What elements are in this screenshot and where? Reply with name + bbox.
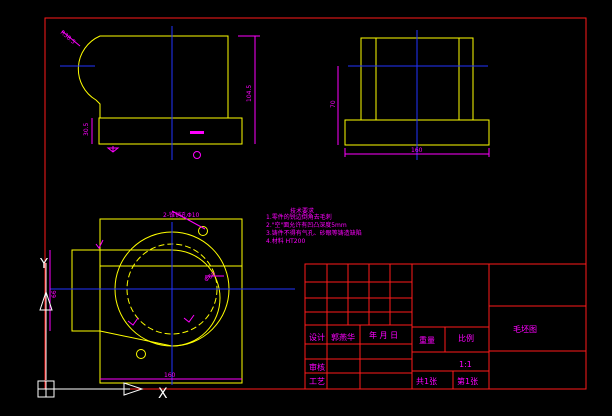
tb-design-label: 设计 <box>309 332 325 342</box>
front-view: R38.5 104.5 30.5 <box>59 26 260 160</box>
dowel-hole-top <box>198 226 208 236</box>
roughness-mark-icon <box>127 317 139 326</box>
tech-requirements-title: 技术要求 <box>290 207 314 215</box>
side-view: 70 160 <box>330 30 490 160</box>
datum-circle-icon <box>193 151 201 159</box>
ucs-x-label: X <box>158 386 168 402</box>
dowel-hole-bottom <box>136 349 146 359</box>
tb-weight-label: 重量 <box>419 335 435 345</box>
top-dim-depth: 66 <box>51 290 58 298</box>
front-view-outline <box>77 35 243 145</box>
front-dim-radius-leader <box>61 30 81 47</box>
tb-scale-label: 比例 <box>458 333 474 343</box>
tech-requirement-item: 3.铸件不得有气孔、砂眼等铸造缺陷 <box>266 229 362 237</box>
top-dim-width: 160 <box>164 372 176 379</box>
side-dim-height: 70 <box>330 100 337 108</box>
top-dim-hole-callout: 2-锥销孔Φ10 <box>163 211 200 219</box>
ucs-x-arrow-icon <box>123 382 144 396</box>
tech-requirement-item: 1.零件的锐边倒角去毛刺 <box>266 213 332 221</box>
title-block: 设计 郭燕华 年 月 日 重量 比例 1:1 毛坯图 审核 工艺 共1张 第1张 <box>304 263 587 390</box>
top-dim-hole-leader <box>171 210 206 230</box>
top-dim-big-dia: Φ60 <box>203 271 217 284</box>
tb-review-label: 审核 <box>309 362 325 372</box>
tb-total-sheets: 共1张 <box>416 377 437 386</box>
datum-arrow-icon <box>106 146 120 153</box>
ucs-icon[interactable]: Y X <box>37 257 168 402</box>
top-view-boss-outline <box>99 249 221 347</box>
roughness-mark-icon <box>183 314 195 323</box>
ucs-y-label: Y <box>39 257 48 272</box>
tech-requirements: 技术要求 1.零件的锐边倒角去毛刺 2."空"面允许有凹凸深度5mm 3.铸件不… <box>266 207 362 245</box>
roughness-symbol-icon <box>190 131 204 134</box>
roughness-mark-icon <box>95 239 104 249</box>
front-dim-height: 104.5 <box>246 85 253 102</box>
side-dim-width: 160 <box>411 147 423 154</box>
ucs-y-arrow-icon <box>39 290 53 311</box>
front-dim-radius: R38.5 <box>59 29 77 46</box>
tech-requirement-item: 4.材料 HT200 <box>266 237 305 245</box>
front-dim-base: 30.5 <box>83 122 90 136</box>
tb-process-label: 工艺 <box>309 377 325 386</box>
tb-scale-value: 1:1 <box>459 360 472 369</box>
tb-sheet-no: 第1张 <box>457 376 478 386</box>
tb-date-label: 年 月 日 <box>369 330 398 340</box>
top-view: 2-锥销孔Φ10 Φ60 160 66 <box>49 210 295 385</box>
title-block-frame <box>304 263 587 390</box>
top-view-outline <box>71 218 243 384</box>
tb-designer: 郭燕华 <box>331 332 355 342</box>
tech-requirement-item: 2."空"面允许有凹凸深度5mm <box>266 221 347 229</box>
tb-part-name: 毛坯图 <box>513 324 537 334</box>
